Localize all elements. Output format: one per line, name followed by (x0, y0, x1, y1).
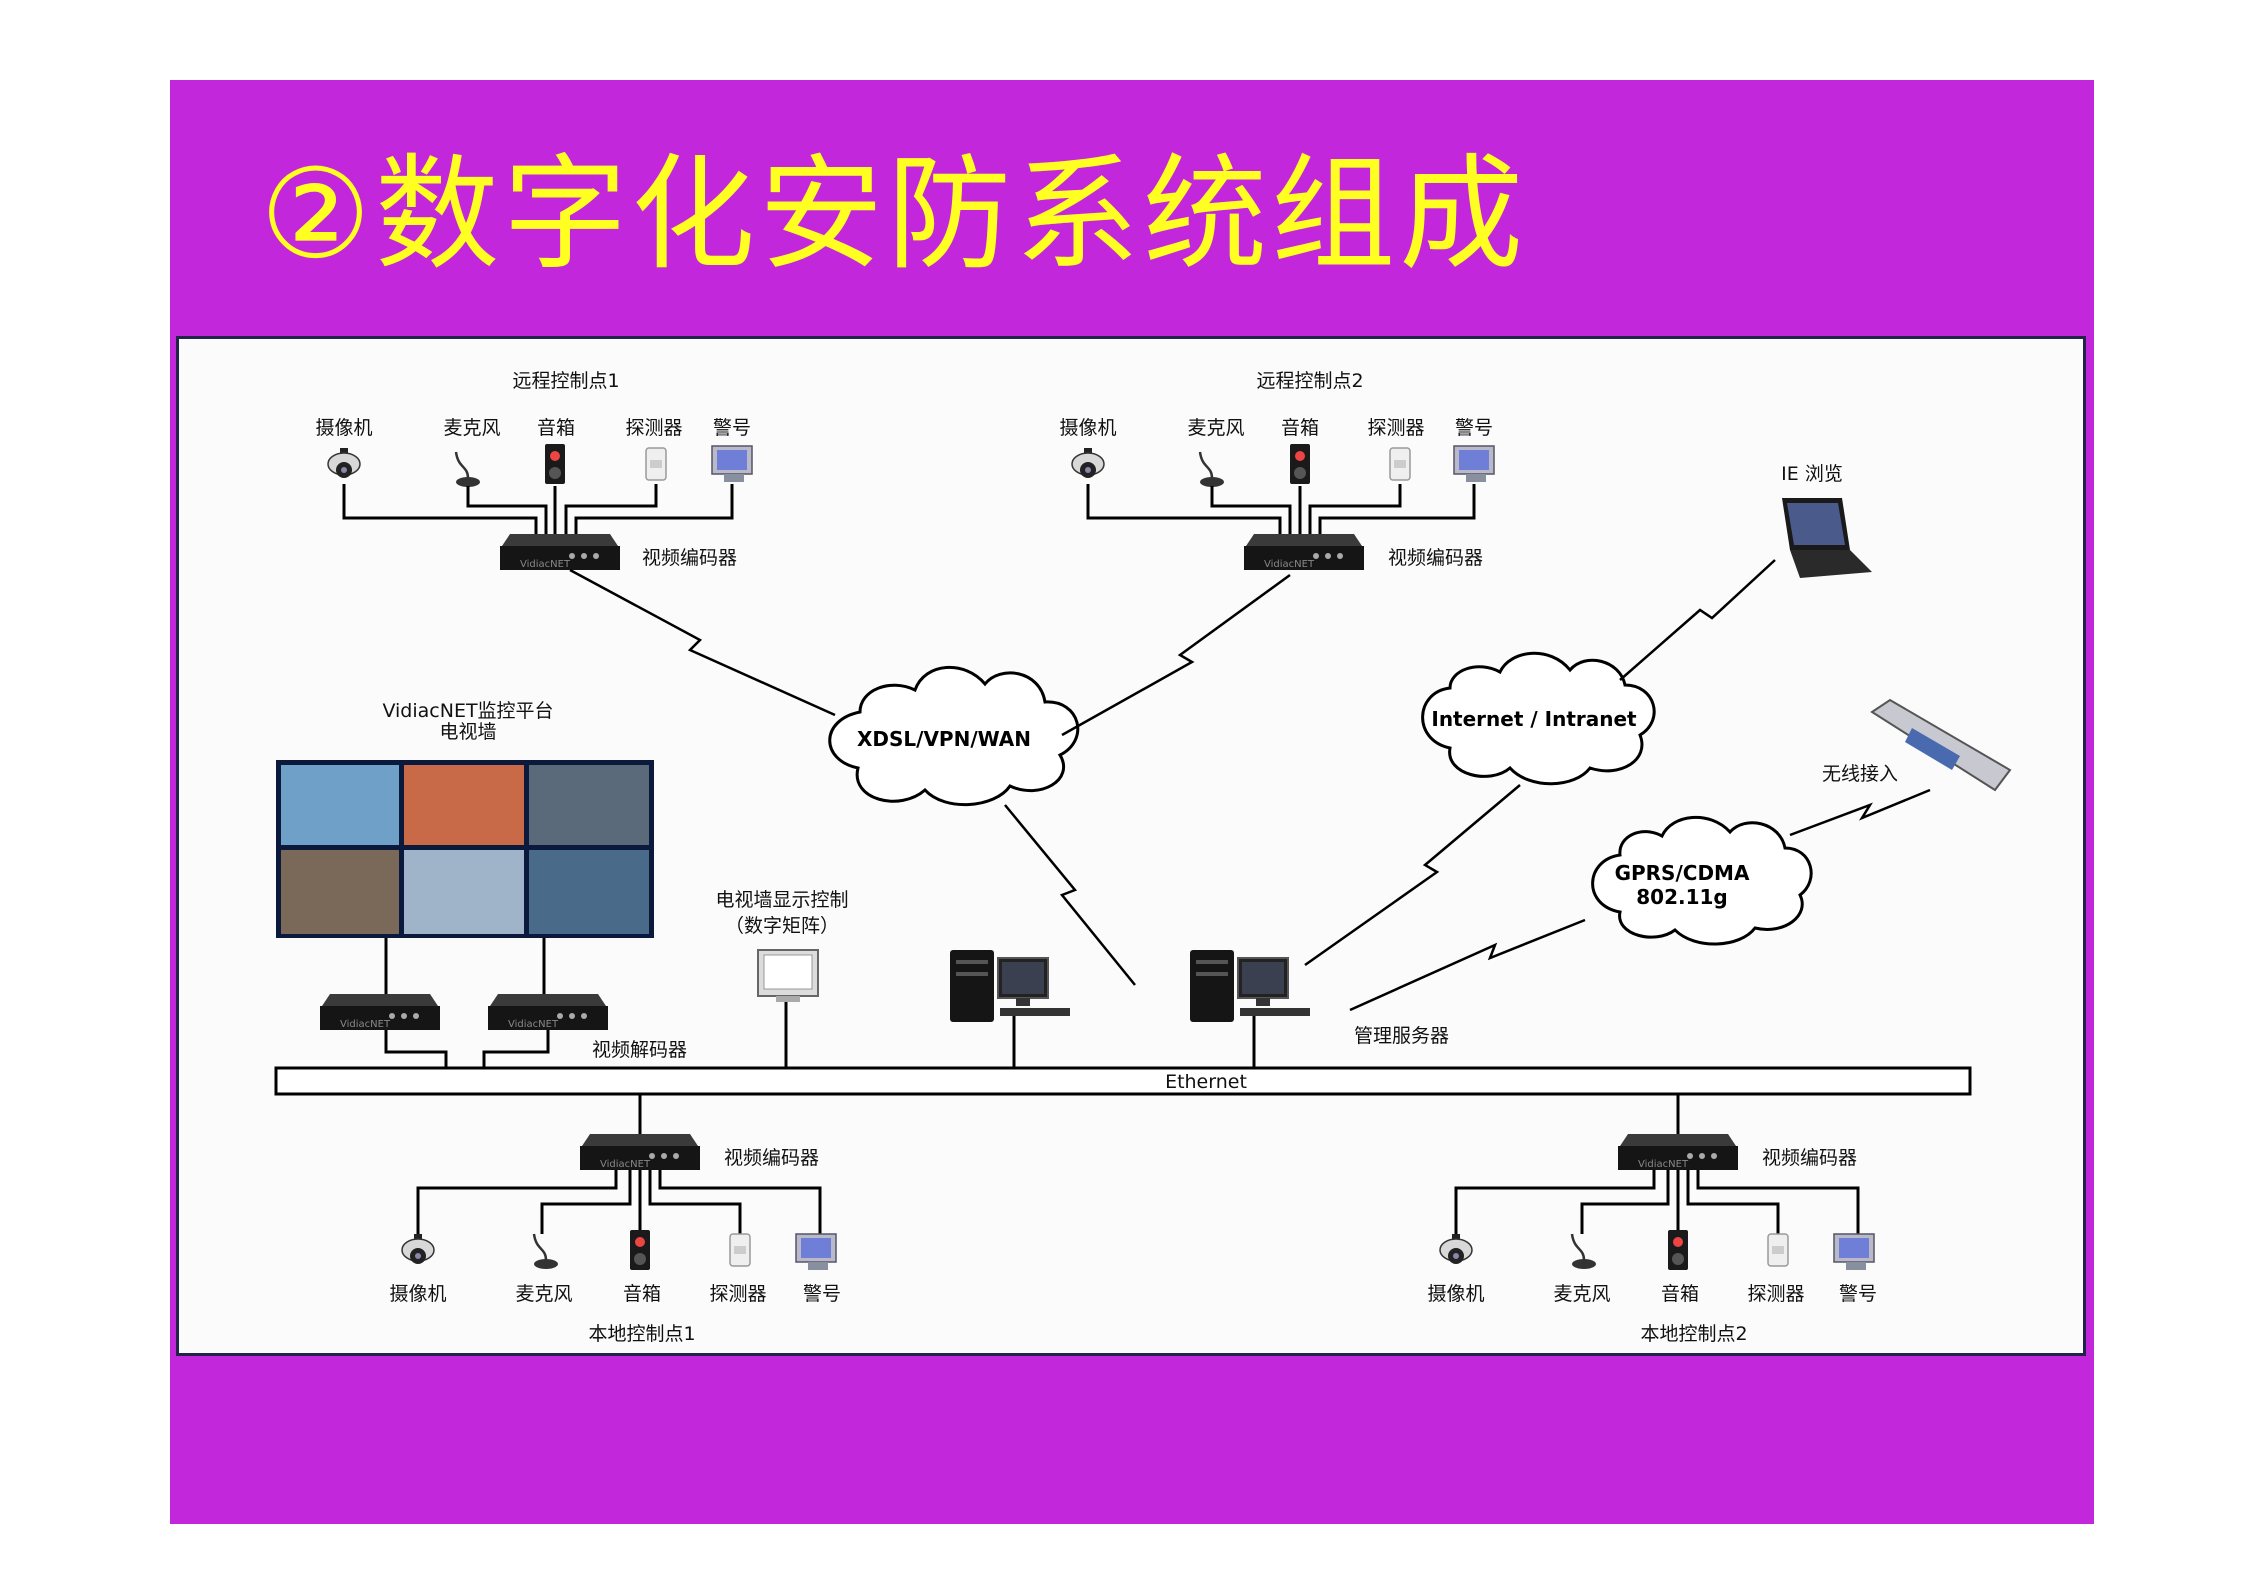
local2-speaker-label: 音箱 (1661, 1283, 1699, 1305)
video-encoder-icon (580, 1134, 700, 1170)
monitor-screen (404, 850, 524, 934)
detector-icon (729, 1233, 751, 1267)
gprs-cloud-label-1: GPRS/CDMA (1615, 861, 1750, 885)
wireless-phone: 无线接入 (1822, 698, 2012, 792)
ie-browser-laptop: IE 浏览 (1781, 463, 1872, 578)
ethernet-bus: Ethernet (274, 1066, 1972, 1134)
local-control-point-2: 视频编码器 摄像机 麦克风 音箱 探测器 警号 本地控制点2 (1427, 1134, 1877, 1345)
video-encoder-icon (1244, 534, 1364, 570)
video-decoder-icon (488, 994, 608, 1030)
video-encoder-icon (500, 534, 620, 570)
monitor-screen (281, 765, 399, 845)
remote2-label: 远程控制点2 (1256, 370, 1363, 392)
local1-camera-label: 摄像机 (389, 1283, 446, 1305)
ethernet-label: Ethernet (1165, 1071, 1247, 1093)
wireless-label: 无线接入 (1822, 763, 1898, 785)
computer-icon (949, 949, 1071, 1023)
wan-cloud: XDSL/VPN/WAN (828, 665, 1080, 807)
monitor-screen (529, 765, 649, 845)
microphone-icon (532, 1232, 560, 1271)
remote1-encoder-label: 视频编码器 (642, 547, 737, 569)
tv-control-label-1: 电视墙显示控制 (715, 889, 848, 911)
slide-title: ②数字化安防系统组成 (260, 143, 1528, 287)
camera-icon (401, 1233, 435, 1265)
local2-mic-label: 麦克风 (1553, 1283, 1610, 1305)
local2-encoder-label: 视频编码器 (1762, 1147, 1857, 1169)
detector-icon (645, 447, 667, 481)
local2-label: 本地控制点2 (1640, 1323, 1747, 1345)
detector-icon (1389, 447, 1411, 481)
microphone-icon (1198, 450, 1226, 489)
local2-camera-label: 摄像机 (1427, 1283, 1484, 1305)
alarm-icon (795, 1233, 837, 1271)
local1-speaker-label: 音箱 (623, 1283, 661, 1305)
camera-icon (1071, 447, 1105, 479)
platform-label-2: 电视墙 (439, 721, 496, 743)
wan-cloud-label: XDSL/VPN/WAN (857, 727, 1031, 751)
platform-label-1: VidiacNET监控平台 (382, 700, 553, 722)
wireless-links (569, 559, 1931, 1012)
camera-icon (327, 447, 361, 479)
local-control-point-1: 视频编码器 摄像机 麦克风 音箱 探测器 警号 本地控制点1 (389, 1134, 841, 1345)
remote2-camera-label: 摄像机 (1059, 417, 1116, 439)
alarm-icon (1833, 1233, 1875, 1271)
speaker-icon (630, 1230, 650, 1270)
local1-alarm-label: 警号 (803, 1283, 841, 1305)
alarm-icon (711, 445, 753, 483)
remote1-label: 远程控制点1 (512, 370, 619, 392)
tv-wall-control: 电视墙显示控制 （数字矩阵） (715, 889, 849, 1068)
local1-detector-label: 探测器 (709, 1283, 766, 1305)
local2-alarm-label: 警号 (1839, 1283, 1877, 1305)
local2-detector-label: 探测器 (1747, 1283, 1804, 1305)
speaker-icon (1668, 1230, 1688, 1270)
decoder-label: 视频解码器 (592, 1039, 687, 1061)
microphone-icon (1570, 1232, 1598, 1271)
remote-control-point-2: 远程控制点2 摄像机 麦克风 音箱 探测器 警号 视频编码器 (1059, 370, 1495, 570)
remote1-alarm-label: 警号 (713, 417, 751, 439)
workstation (949, 949, 1071, 1068)
tv-control-label-2: （数字矩阵） (725, 915, 839, 937)
alarm-icon (1453, 445, 1495, 483)
local1-label: 本地控制点1 (588, 1323, 695, 1345)
remote2-detector-label: 探测器 (1367, 417, 1424, 439)
speaker-icon (545, 444, 565, 484)
monitor-screen (404, 765, 524, 845)
video-wall: VidiacNET监控平台 电视墙 视频解码器 (276, 700, 687, 1068)
remote2-alarm-label: 警号 (1455, 417, 1493, 439)
ie-browse-label: IE 浏览 (1781, 463, 1843, 485)
remote1-speaker-label: 音箱 (537, 417, 575, 439)
monitor-screen (529, 850, 649, 934)
gprs-cloud-label-2: 802.11g (1636, 885, 1728, 909)
remote2-mic-label: 麦克风 (1187, 417, 1244, 439)
video-decoder-icon (320, 994, 440, 1030)
remote1-camera-label: 摄像机 (315, 417, 372, 439)
microphone-icon (454, 450, 482, 489)
server-icon (1189, 949, 1311, 1023)
mgmt-server-label: 管理服务器 (1354, 1025, 1449, 1047)
remote2-speaker-label: 音箱 (1281, 417, 1319, 439)
detector-icon (1767, 1233, 1789, 1267)
speaker-icon (1290, 444, 1310, 484)
remote2-encoder-label: 视频编码器 (1388, 547, 1483, 569)
gprs-cloud: GPRS/CDMA 802.11g (1591, 816, 1813, 946)
remote1-detector-label: 探测器 (625, 417, 682, 439)
management-server: 管理服务器 (1189, 949, 1449, 1068)
local1-mic-label: 麦克风 (515, 1283, 572, 1305)
local1-encoder-label: 视频编码器 (724, 1147, 819, 1169)
monitor-screen (281, 850, 399, 934)
video-encoder-icon (1618, 1134, 1738, 1170)
remote1-mic-label: 麦克风 (443, 417, 500, 439)
camera-icon (1439, 1233, 1473, 1265)
internet-cloud-label: Internet / Intranet (1431, 707, 1637, 731)
internet-cloud: Internet / Intranet (1421, 651, 1656, 786)
remote-control-point-1: 远程控制点1 摄像机 麦克风 音箱 探测器 警号 视频编码器 (315, 370, 753, 570)
